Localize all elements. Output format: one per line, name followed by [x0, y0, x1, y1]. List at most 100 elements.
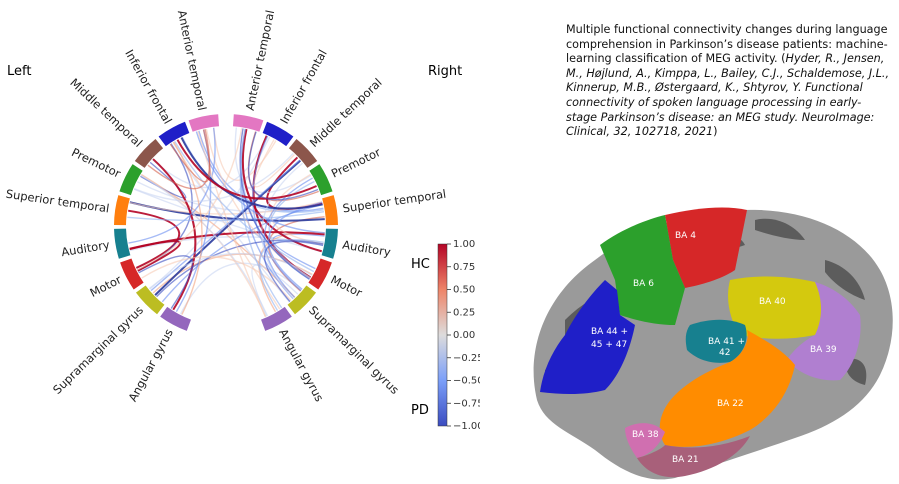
connection-chord [180, 137, 323, 210]
label-right-supramarginal-gyrus: Supramarginal gyrus [306, 303, 402, 397]
connection-chord [239, 128, 283, 309]
label-left-angular-gyrus: Angular gyrus [125, 326, 175, 404]
arc-left-anterior-temporal [188, 114, 220, 132]
label-ba4: BA 4 [675, 231, 696, 241]
connection-chord [239, 128, 310, 280]
connection-chord [241, 128, 322, 253]
connection-chord [136, 128, 243, 271]
label-right-angular-gyrus: Angular gyrus [276, 326, 326, 404]
arc-right-anterior-temporal [232, 114, 264, 132]
arc-left-premotor [119, 164, 143, 196]
label-left-anterior-temporal: Anterior temporal [175, 9, 210, 112]
connection-chord [197, 130, 267, 318]
arc-right-middle-temporal [288, 138, 318, 168]
ba40-region [728, 276, 823, 339]
connection-chord [129, 231, 325, 250]
arc-right-inferior-frontal [262, 121, 294, 147]
left-hemisphere-label: Left [7, 64, 31, 79]
brain-surface-map: BA 4 BA 6 BA 44 + 45 + 47 BA 40 BA 41 + … [533, 207, 893, 480]
connection-chord [247, 131, 319, 201]
label-right-premotor: Premotor [329, 145, 383, 181]
connection-chord [147, 129, 211, 190]
colorbar-tick-label: −0.25 [453, 353, 480, 364]
connection-chord [263, 240, 324, 303]
ba21-region [637, 436, 750, 478]
label-ba45-47: 45 + 47 [591, 340, 627, 350]
connection-chord [259, 239, 324, 311]
connection-chord [252, 135, 302, 292]
arc-left-middle-temporal [134, 138, 164, 168]
connection-chord [253, 139, 295, 188]
ba38-region [625, 423, 665, 458]
colorbar-tick-label: 0.75 [453, 262, 475, 273]
label-right-motor: Motor [328, 272, 364, 300]
connection-chord [261, 162, 304, 300]
label-ba39: BA 39 [810, 345, 837, 355]
colorbar-ticks: 1.000.750.500.250.00−0.25−0.50−0.75−1.00 [447, 239, 480, 432]
connection-chord [128, 209, 181, 269]
ba39-region [787, 282, 861, 381]
right-hemisphere-label: Right [428, 64, 462, 79]
label-right-inferior-frontal: Inferior frontal [277, 47, 330, 126]
label-left-auditory: Auditory [60, 238, 111, 260]
label-left-superior-temporal: Superior temporal [5, 187, 110, 216]
arc-left-superior-temporal [114, 195, 130, 226]
label-ba44: BA 44 + [591, 327, 628, 337]
arc-left-inferior-frontal [158, 121, 190, 147]
arc-right-premotor [309, 164, 333, 196]
connection-chord [173, 141, 203, 315]
label-ba40: BA 40 [759, 297, 786, 307]
arc-left-angular-gyrus [160, 306, 191, 331]
connection-chord [263, 177, 313, 298]
label-left-premotor: Premotor [69, 145, 123, 181]
connection-chord [128, 127, 216, 244]
arc-left-supramarginal-gyrus [135, 285, 165, 315]
ba41-region [685, 319, 747, 363]
arc-right-superior-temporal [322, 195, 338, 226]
colorbar-tick-label: 0.50 [453, 285, 475, 296]
caption-open-paren: ( [777, 52, 786, 66]
colorbar-tick-label: −0.75 [453, 398, 480, 409]
connection-chord [174, 140, 315, 273]
connection-chord [141, 255, 292, 302]
caption-title: Multiple functional connectivity changes… [566, 23, 888, 66]
ba6-region [600, 215, 685, 325]
arc-right-angular-gyrus [261, 306, 292, 331]
label-left-supramarginal-gyrus: Supramarginal gyrus [50, 303, 146, 397]
label-right-anterior-temporal: Anterior temporal [243, 9, 278, 112]
connection-chord [129, 201, 323, 215]
region-arcs [114, 114, 338, 331]
colorbar [437, 243, 448, 427]
label-right-superior-temporal: Superior temporal [342, 187, 447, 216]
label-left-inferior-frontal: Inferior frontal [122, 47, 175, 126]
connection-chord [234, 127, 312, 194]
label-ba6: BA 6 [633, 279, 654, 289]
connection-chord [154, 159, 302, 296]
label-ba41: BA 41 + [708, 337, 745, 347]
arc-right-auditory [321, 228, 338, 259]
colorbar-tick-label: 0.25 [453, 307, 475, 318]
label-ba22: BA 22 [717, 399, 744, 409]
arc-right-supramarginal-gyrus [287, 285, 317, 315]
ba4-region [665, 207, 747, 288]
label-ba42: 42 [719, 348, 730, 358]
arc-left-auditory [114, 228, 131, 259]
label-right-middle-temporal: Middle temporal [307, 75, 385, 149]
colorbar-hc-label: HC [411, 257, 430, 272]
ba44-region [540, 280, 635, 395]
label-ba21: BA 21 [672, 455, 699, 465]
arc-left-motor [120, 258, 144, 290]
caption-citation: Hyder, R., Jensen, M., Højlund, A., Kimp… [566, 52, 890, 139]
ba22-region [659, 330, 795, 447]
label-right-auditory: Auditory [341, 238, 392, 260]
connection-chord [152, 158, 197, 311]
colorbar-tick-label: −1.00 [453, 421, 480, 432]
caption-close-paren: ) [713, 125, 718, 139]
figure-caption: Multiple functional connectivity changes… [566, 23, 891, 140]
connection-chord [148, 252, 313, 290]
arc-right-motor [308, 258, 332, 290]
connection-chord [127, 210, 325, 222]
connection-chord [156, 239, 324, 298]
colorbar-tick-label: −0.50 [453, 376, 480, 387]
